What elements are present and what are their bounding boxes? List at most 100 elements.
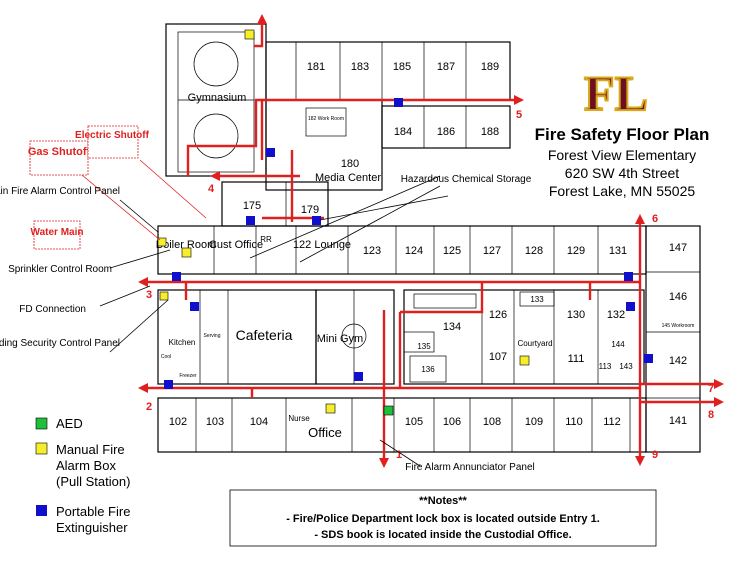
school-logo: FL (583, 64, 649, 122)
exit-8: 8 (708, 409, 714, 421)
notes-line-2: - SDS book is located inside the Custodi… (314, 529, 571, 541)
room-182-work-room: 182 Work Room (308, 116, 344, 122)
notes-box: **Notes** - Fire/Police Department lock … (229, 489, 657, 547)
room-129: 129 (567, 245, 585, 257)
teacher-lounge: 122 Lounge (293, 239, 351, 251)
notes-heading: **Notes** (419, 495, 467, 507)
aed-marker (383, 405, 394, 416)
exit-2: 2 (146, 401, 152, 413)
room-147: 147 (669, 242, 687, 254)
room-175: 175 (243, 200, 261, 212)
media-center: Media Center (315, 172, 381, 184)
notes-line-1: - Fire/Police Department lock box is loc… (286, 513, 600, 525)
extinguisher-markers (164, 98, 653, 389)
sprinkler-room-label: Sprinkler Control Room (8, 264, 112, 275)
room-134: 134 (443, 321, 461, 333)
cooler: Cool (161, 354, 171, 360)
courtyard: Courtyard (517, 339, 552, 348)
page-title: Fire Safety Floor Plan (535, 125, 710, 144)
room-125: 125 (443, 245, 461, 257)
freezer: Freezer (179, 373, 197, 379)
room-132: 132 (607, 309, 625, 321)
room-113: 113 (599, 362, 612, 371)
legend-pull-station-swatch (35, 442, 48, 455)
annunciator-label: Fire Alarm Annunciator Panel (405, 462, 535, 473)
school-street: 620 SW 4th Street (565, 165, 680, 181)
nurse: Nurse (288, 414, 310, 423)
exit-3: 3 (146, 289, 152, 301)
office: Office (308, 425, 342, 440)
room-179: 179 (301, 204, 319, 216)
legend-aed-label: AED (56, 416, 83, 431)
exit-numbers: 1 2 3 4 5 6 7 8 9 (146, 109, 714, 461)
room-103: 103 (206, 416, 224, 428)
room-102: 102 (169, 416, 187, 428)
room-109: 109 (525, 416, 543, 428)
school-city: Forest Lake, MN 55025 (549, 183, 696, 199)
cafeteria: Cafeteria (236, 327, 293, 343)
pull-station-markers (157, 29, 530, 414)
room-112: 112 (603, 416, 621, 428)
exit-4: 4 (208, 183, 215, 195)
logo-letters: FL (584, 65, 648, 121)
room-144: 144 (611, 340, 625, 349)
title-block: Fire Safety Floor Plan Forest View Eleme… (535, 125, 710, 199)
room-136: 136 (421, 365, 435, 374)
room-189: 189 (481, 61, 499, 73)
room-130: 130 (567, 309, 585, 321)
room-labels: 181 183 185 187 189 184 186 188 Gymnasiu… (156, 61, 695, 440)
room-143: 143 (619, 362, 633, 371)
aed-markers (383, 405, 394, 416)
room-131: 131 (609, 245, 627, 257)
boiler-room: Boiler Room (156, 239, 217, 251)
exit-7: 7 (708, 383, 714, 395)
room-105: 105 (405, 416, 423, 428)
water-main-label: Water Main (31, 227, 84, 238)
callout-lines (69, 159, 449, 467)
legend-aed-swatch (35, 417, 48, 430)
room-110: 110 (565, 416, 583, 428)
security-panel-label: Building Security Control Panel (0, 338, 120, 349)
room-187: 187 (437, 61, 455, 73)
legend: AED Manual Fire Alarm Box (Pull Station)… (35, 416, 134, 535)
mini-gym: Mini Gym (317, 333, 363, 345)
fire-alarm-panel-label: Main Fire Alarm Control Panel (0, 186, 120, 197)
exit-1: 1 (396, 449, 402, 461)
fd-connection-label: FD Connection (19, 304, 86, 315)
room-128: 128 (525, 245, 543, 257)
room-183: 183 (351, 61, 369, 73)
restroom-label: RR (260, 235, 272, 244)
room-106: 106 (443, 416, 461, 428)
gymnasium: Gymnasium (188, 92, 247, 104)
room-142: 142 (669, 355, 687, 367)
room-124: 124 (405, 245, 423, 257)
exit-9: 9 (652, 449, 658, 461)
room-186: 186 (437, 126, 455, 138)
media-center-number: 180 (341, 158, 359, 170)
room-141: 141 (669, 415, 687, 427)
school-name: Forest View Elementary (548, 147, 696, 163)
room-188: 188 (481, 126, 499, 138)
room-108: 108 (483, 416, 501, 428)
exit-5: 5 (516, 109, 522, 121)
room-104: 104 (250, 416, 268, 428)
kitchen: Kitchen (169, 338, 196, 347)
building-walls (157, 23, 701, 453)
room-184: 184 (394, 126, 412, 138)
exit-6: 6 (652, 213, 658, 225)
legend-extinguisher-label: Portable Fire Extinguisher (56, 504, 134, 535)
room-107: 107 (489, 351, 507, 363)
room-181: 181 (307, 61, 325, 73)
exit-arrowheads (138, 14, 724, 468)
serving-area: Serving (204, 333, 221, 339)
workroom-145: 145 Workroom (662, 323, 695, 329)
left-annotations: Gas Shutoff Electric Shutoff Water Main … (0, 125, 535, 473)
room-135: 135 (417, 342, 431, 351)
room-185: 185 (393, 61, 411, 73)
room-111: 111 (568, 353, 585, 365)
legend-extinguisher-swatch (36, 505, 47, 516)
hazard-storage-label: Hazardous Chemical Storage (401, 174, 532, 185)
gas-shutoff-label: Gas Shutoff (28, 146, 91, 158)
